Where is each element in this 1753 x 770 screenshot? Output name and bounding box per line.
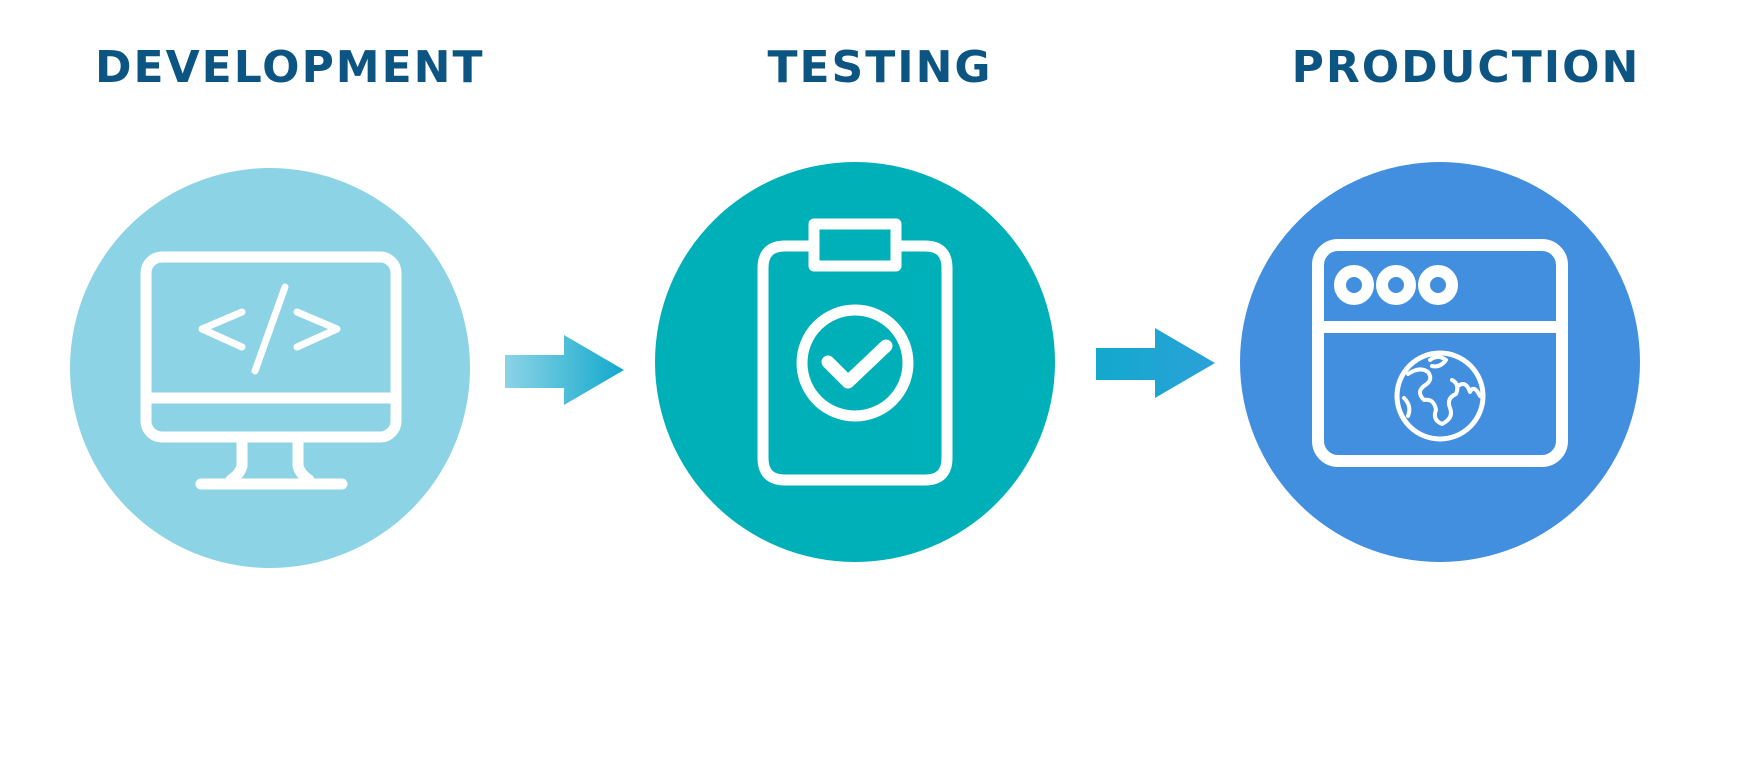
- clipboard-check-icon: [757, 218, 953, 486]
- computer-code-icon: [140, 251, 402, 490]
- arrow-dev-to-test: [505, 335, 624, 405]
- development-circle: [70, 168, 470, 568]
- arrow-test-to-prod: [1096, 328, 1215, 398]
- testing-circle: [655, 162, 1055, 562]
- testing-title: TESTING: [767, 42, 993, 93]
- development-title: DEVELOPMENT: [95, 42, 485, 93]
- production-title: PRODUCTION: [1291, 42, 1641, 93]
- browser-globe-icon: [1312, 239, 1568, 467]
- production-circle: [1240, 162, 1640, 562]
